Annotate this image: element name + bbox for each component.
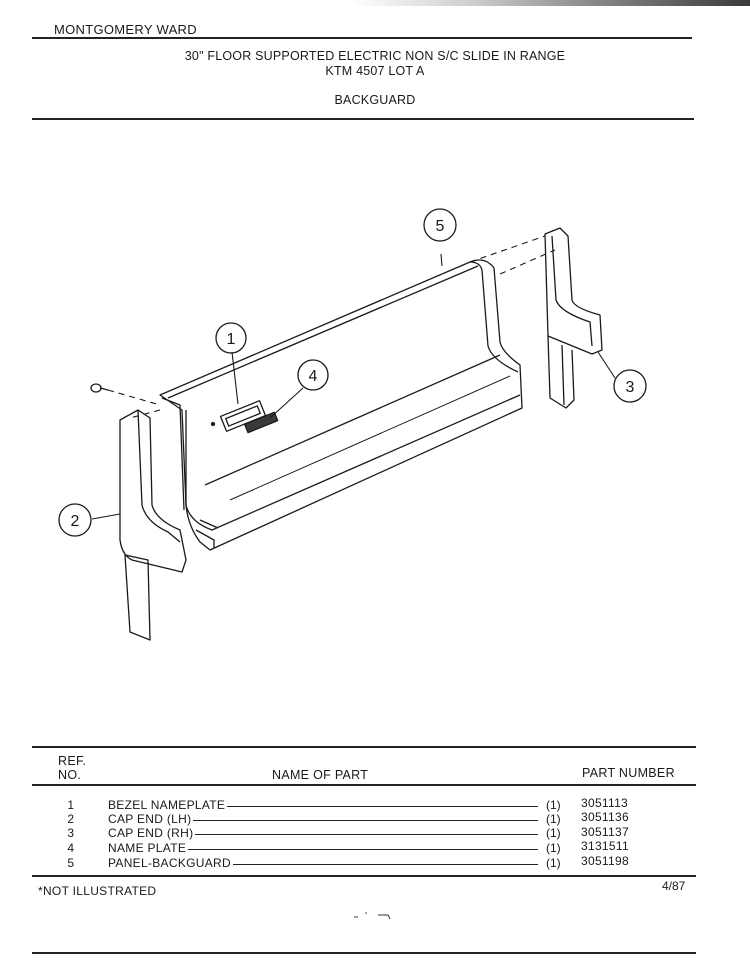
- row-part-number: 3051136: [581, 810, 629, 824]
- title-rule: [32, 118, 694, 120]
- leader-line: [232, 863, 538, 865]
- exploded-diagram: 1 2 3 4 5: [58, 208, 647, 641]
- footnote: *NOT ILLUSTRATED: [38, 884, 157, 898]
- callout-label-2: 2: [71, 513, 80, 530]
- col-header-ref: REF.: [58, 754, 87, 768]
- row-part-number: 3051113: [581, 796, 629, 810]
- page-bottom-rule: [32, 952, 696, 954]
- row-ref: 3: [67, 826, 74, 840]
- col-header-part-number: PART NUMBER: [582, 766, 675, 780]
- leader-line: [195, 833, 538, 835]
- row-qty: (1): [546, 856, 561, 870]
- table-top-rule: [32, 746, 696, 748]
- col-header-no: NO.: [58, 768, 82, 782]
- screw: [90, 383, 109, 393]
- cap-end-lh: [119, 409, 187, 641]
- revision-date: 4/87: [662, 879, 686, 893]
- row-name: CAP END (LH): [108, 812, 538, 826]
- part-name: PANEL-BACKGUARD: [108, 856, 231, 870]
- table-bottom-rule: [32, 875, 696, 877]
- row-part-number: 3131511: [581, 839, 629, 853]
- row-ref: 2: [67, 812, 74, 826]
- leader-line: [227, 805, 538, 807]
- part-name: BEZEL NAMEPLATE: [108, 798, 226, 812]
- scan-specks: [354, 912, 391, 920]
- leader-line: [188, 848, 538, 850]
- brand-name: MONTGOMERY WARD: [54, 22, 197, 37]
- row-name: BEZEL NAMEPLATE: [108, 798, 538, 812]
- row-name: CAP END (RH): [108, 826, 538, 840]
- model-number: KTM 4507 LOT A: [325, 64, 425, 78]
- nameplate-parts: [210, 400, 279, 434]
- row-qty: (1): [546, 841, 561, 855]
- callout-label-1: 1: [227, 331, 236, 348]
- row-part-number: 3051137: [581, 825, 629, 839]
- callout-label-4: 4: [309, 368, 318, 385]
- page-title: 30" FLOOR SUPPORTED ELECTRIC NON S/C SLI…: [184, 49, 566, 63]
- row-ref: 4: [67, 841, 74, 855]
- row-qty: (1): [546, 826, 561, 840]
- table-header-rule: [32, 784, 696, 786]
- assembly-lines: [107, 235, 556, 419]
- part-name: CAP END (RH): [108, 826, 194, 840]
- callout-label-3: 3: [626, 379, 635, 396]
- row-ref: 1: [67, 798, 74, 812]
- leader-line: [193, 819, 538, 821]
- panel-backguard: [159, 259, 523, 551]
- leader-lines: [91, 253, 616, 520]
- row-qty: (1): [546, 812, 561, 826]
- part-name: NAME PLATE: [108, 841, 187, 855]
- section-title: BACKGUARD: [334, 93, 416, 107]
- cap-end-rh: [544, 227, 603, 409]
- row-ref: 5: [67, 856, 74, 870]
- header-rule: [32, 37, 692, 39]
- row-name: PANEL-BACKGUARD: [108, 856, 538, 870]
- part-name: CAP END (LH): [108, 812, 192, 826]
- row-part-number: 3051198: [581, 854, 629, 868]
- scan-artifact-stripe: [350, 0, 750, 6]
- row-name: NAME PLATE: [108, 841, 538, 855]
- row-qty: (1): [546, 798, 561, 812]
- col-header-name: NAME OF PART: [272, 768, 369, 782]
- callout-label-5: 5: [436, 218, 445, 235]
